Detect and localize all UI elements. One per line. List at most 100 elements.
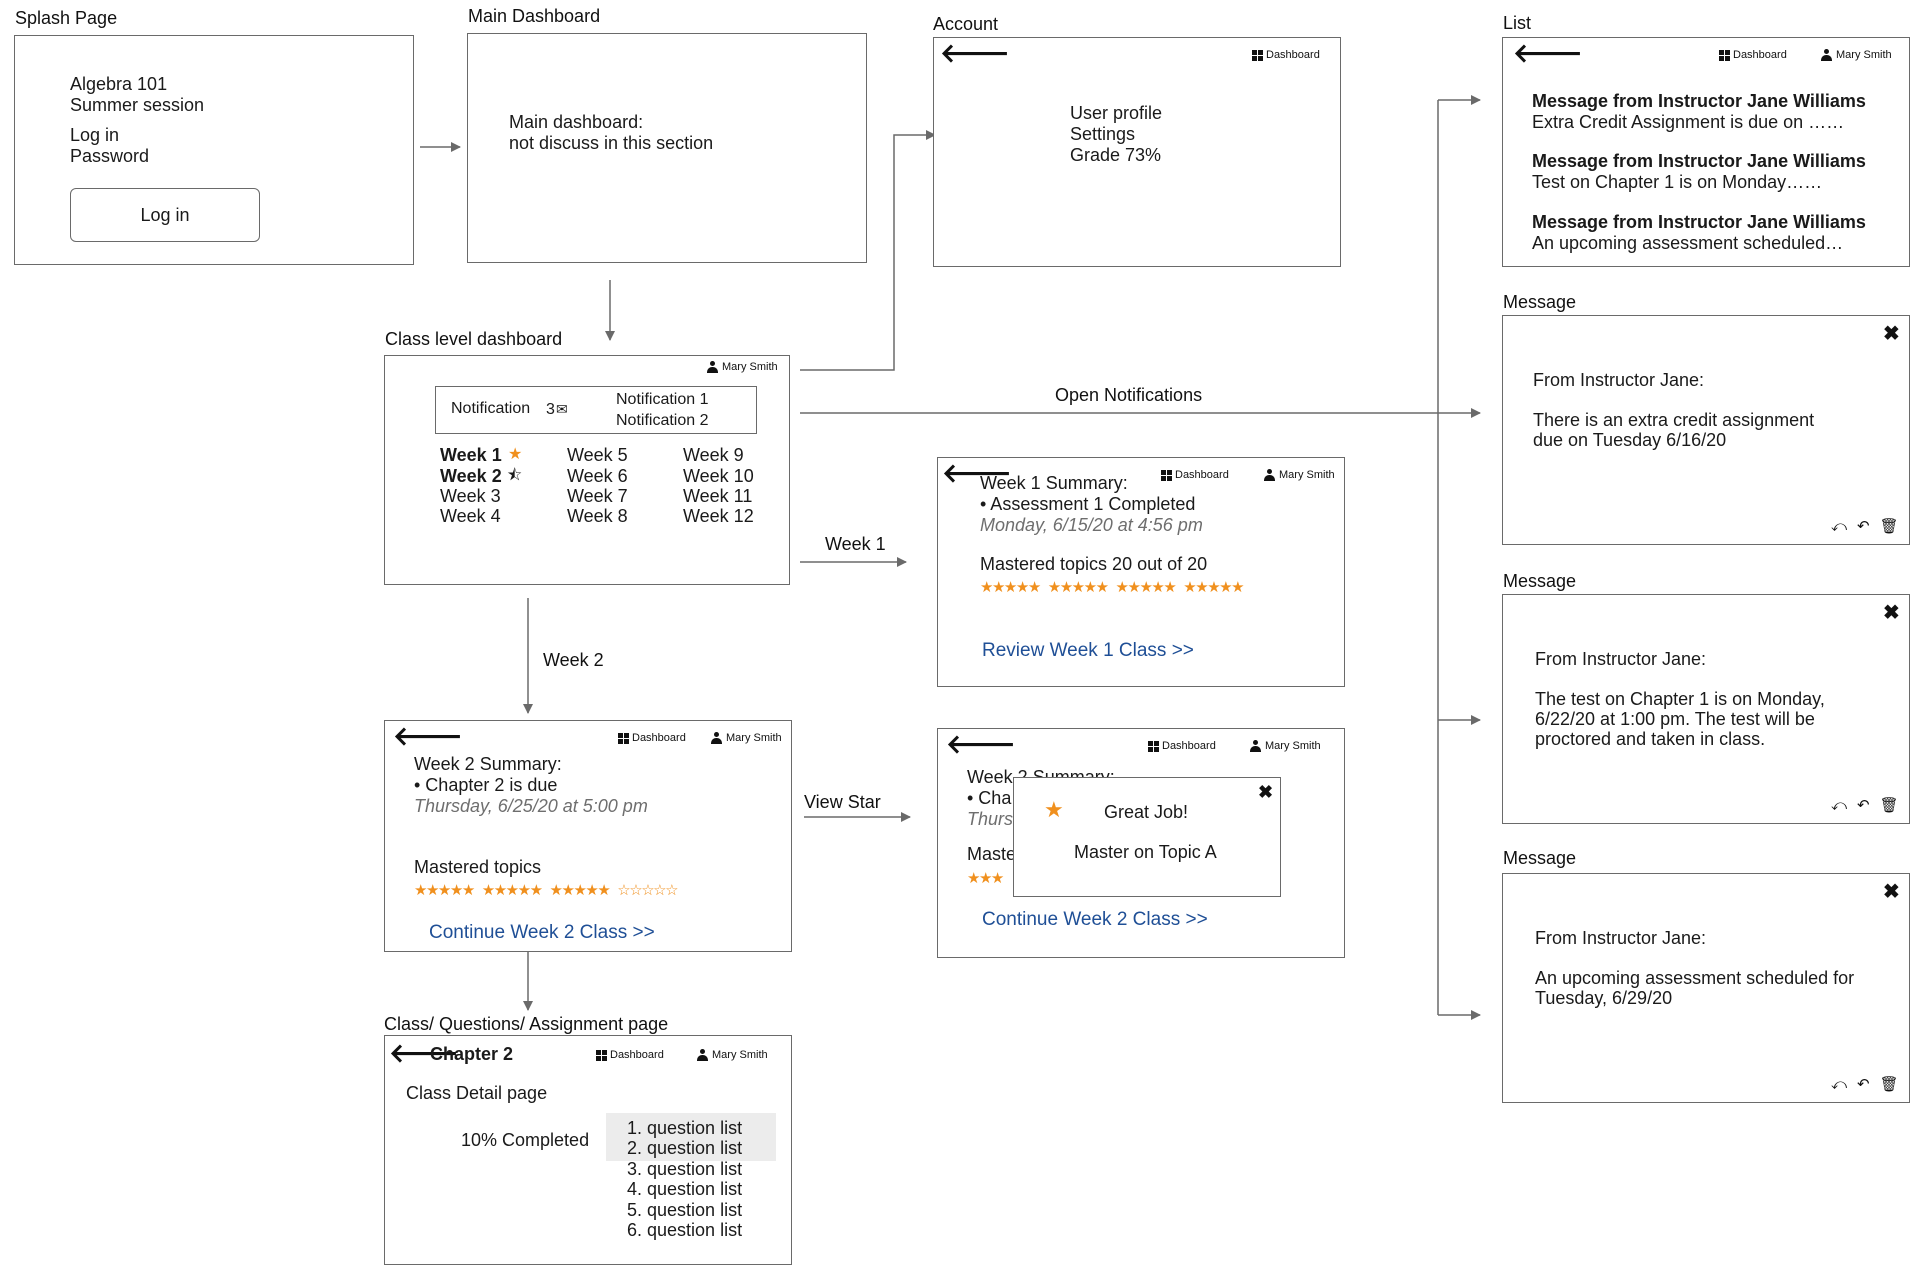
user-menu[interactable]: Mary Smith: [1821, 49, 1892, 61]
dashboard-label: Dashboard: [1733, 49, 1787, 61]
dashboard-link[interactable]: Dashboard: [1148, 740, 1216, 752]
continue-week2-link[interactable]: Continue Week 2 Class >>: [982, 909, 1208, 930]
close-icon[interactable]: ✖: [1883, 881, 1900, 903]
viewstar-summary-item: • Cha: [967, 788, 1012, 808]
list-item-preview: Test on Chapter 1 is on Monday……: [1532, 172, 1823, 192]
user-icon: [711, 732, 722, 744]
user-name: Mary Smith: [1279, 469, 1335, 481]
review-week1-link[interactable]: Review Week 1 Class >>: [982, 640, 1194, 661]
user-icon: [1821, 49, 1832, 61]
dashboard-label: Dashboard: [610, 1049, 664, 1061]
week-link[interactable]: Week 12: [683, 506, 754, 526]
back-arrow-icon[interactable]: 🡐: [946, 729, 1016, 759]
back-arrow-icon[interactable]: 🡐: [1513, 38, 1583, 68]
reply-icon[interactable]: ↶: [1857, 1076, 1870, 1093]
message-frame: ✖ From Instructor Jane: The test on Chap…: [1502, 594, 1910, 824]
filled-star-icon: ★: [991, 579, 1005, 596]
filled-star-icon: ★: [967, 870, 980, 887]
week-link[interactable]: Week 1: [440, 445, 502, 465]
reply-all-icon[interactable]: ⤺: [1831, 518, 1848, 535]
back-arrow-icon[interactable]: 🡐: [393, 721, 463, 751]
session-name: Summer session: [70, 95, 205, 115]
notification-count: 3: [546, 401, 555, 418]
close-icon[interactable]: ✖: [1258, 782, 1274, 802]
week-link[interactable]: Week 2: [440, 466, 502, 486]
login-button[interactable]: Log in: [70, 188, 260, 242]
message-title: Message: [1503, 571, 1577, 591]
back-arrow-icon[interactable]: 🡐: [942, 458, 1012, 488]
half-star-icon: ⯪: [507, 467, 523, 484]
notification-item[interactable]: Notification 1: [616, 391, 709, 408]
question-list-item[interactable]: 5. question list: [627, 1200, 743, 1220]
user-icon: [707, 361, 718, 373]
filled-star-icon: ★: [493, 882, 507, 899]
week-link[interactable]: Week 5: [567, 445, 628, 465]
week-link[interactable]: Week 3: [440, 486, 501, 506]
account-settings[interactable]: Settings: [1070, 124, 1136, 144]
back-arrow-icon[interactable]: 🡐: [940, 38, 1010, 68]
question-list-item[interactable]: 3. question list: [627, 1159, 743, 1179]
question-list-highlight: [606, 1113, 776, 1161]
dashboard-icon: [596, 1049, 607, 1061]
account-user-profile[interactable]: User profile: [1070, 103, 1163, 123]
question-list-item[interactable]: 4. question list: [627, 1179, 743, 1199]
question-list-item[interactable]: 2. question list: [627, 1138, 743, 1158]
list-item-title: Message from Instructor Jane Williams: [1532, 151, 1866, 171]
week-link[interactable]: Week 9: [683, 445, 744, 465]
filled-star-icon: ★: [1219, 579, 1232, 596]
filled-star-icon: ★: [1027, 579, 1041, 596]
splash-page-title: Splash Page: [15, 8, 118, 28]
trash-icon[interactable]: 🗑: [1879, 1076, 1899, 1093]
dashboard-link[interactable]: Dashboard: [618, 732, 686, 744]
user-menu[interactable]: Mary Smith: [707, 361, 778, 373]
dashboard-link[interactable]: Dashboard: [1161, 469, 1229, 481]
close-icon[interactable]: ✖: [1883, 323, 1900, 345]
back-arrow-icon[interactable]: 🡐: [389, 1038, 459, 1068]
filled-star-icon: ★: [529, 882, 543, 899]
week-link[interactable]: Week 10: [683, 466, 754, 486]
message-actions: ⤺ ↶ 🗑: [1821, 796, 1899, 814]
class-dashboard-frame: Mary Smith Notification 3 ✉ Notification…: [384, 355, 790, 585]
user-menu[interactable]: Mary Smith: [697, 1049, 768, 1061]
user-menu[interactable]: Mary Smith: [1264, 469, 1335, 481]
question-list-item[interactable]: 1. question list: [627, 1118, 743, 1138]
close-icon[interactable]: ✖: [1883, 602, 1900, 624]
week-link[interactable]: Week 6: [567, 466, 628, 486]
week-link[interactable]: Week 11: [683, 486, 753, 506]
mastery-stars: ★★★: [967, 869, 1004, 887]
filled-star-icon: ★: [1151, 579, 1164, 596]
week-link[interactable]: Week 7: [567, 486, 628, 506]
continue-week2-link[interactable]: Continue Week 2 Class >>: [429, 922, 655, 943]
dashboard-link[interactable]: Dashboard: [1719, 49, 1787, 61]
week-link[interactable]: Week 8: [567, 506, 628, 526]
notification-panel[interactable]: Notification 3 ✉ Notification 1 Notifica…: [435, 386, 757, 434]
message-title: Message: [1503, 848, 1577, 868]
filled-star-icon: ★: [1139, 579, 1152, 596]
reply-all-icon[interactable]: ⤺: [1831, 797, 1848, 814]
dashboard-link[interactable]: Dashboard: [596, 1049, 664, 1061]
empty-star-icon: ☆: [653, 882, 666, 899]
message-body-line: There is an extra credit assignment: [1533, 410, 1815, 430]
user-menu[interactable]: Mary Smith: [1250, 740, 1321, 752]
mastery-stars: ★★★★★★★★★★★★★★★★★★★★: [980, 578, 1245, 596]
star-icon: ★: [508, 446, 523, 463]
message-from: From Instructor Jane:: [1533, 370, 1705, 390]
notification-item[interactable]: Notification 2: [616, 412, 709, 429]
trash-icon[interactable]: 🗑: [1879, 518, 1899, 535]
reply-icon[interactable]: ↶: [1857, 518, 1870, 535]
filled-star-icon: ★: [449, 882, 463, 899]
question-list-item[interactable]: 6. question list: [627, 1220, 743, 1240]
week-link[interactable]: Week 4: [440, 506, 501, 526]
chapter-subtitle: Class Detail page: [406, 1083, 548, 1103]
filled-star-icon: ★: [1195, 579, 1208, 596]
user-menu[interactable]: Mary Smith: [711, 732, 782, 744]
reply-icon[interactable]: ↶: [1857, 797, 1870, 814]
dashboard-link[interactable]: Dashboard: [1252, 49, 1320, 61]
reply-all-icon[interactable]: ⤺: [1831, 1076, 1848, 1093]
week1-summary-date: Monday, 6/15/20 at 4:56 pm: [980, 515, 1203, 535]
filled-star-icon: ★: [980, 579, 993, 596]
user-name: Mary Smith: [1265, 740, 1321, 752]
filled-star-icon: ★: [549, 882, 563, 899]
trash-icon[interactable]: 🗑: [1879, 797, 1899, 814]
